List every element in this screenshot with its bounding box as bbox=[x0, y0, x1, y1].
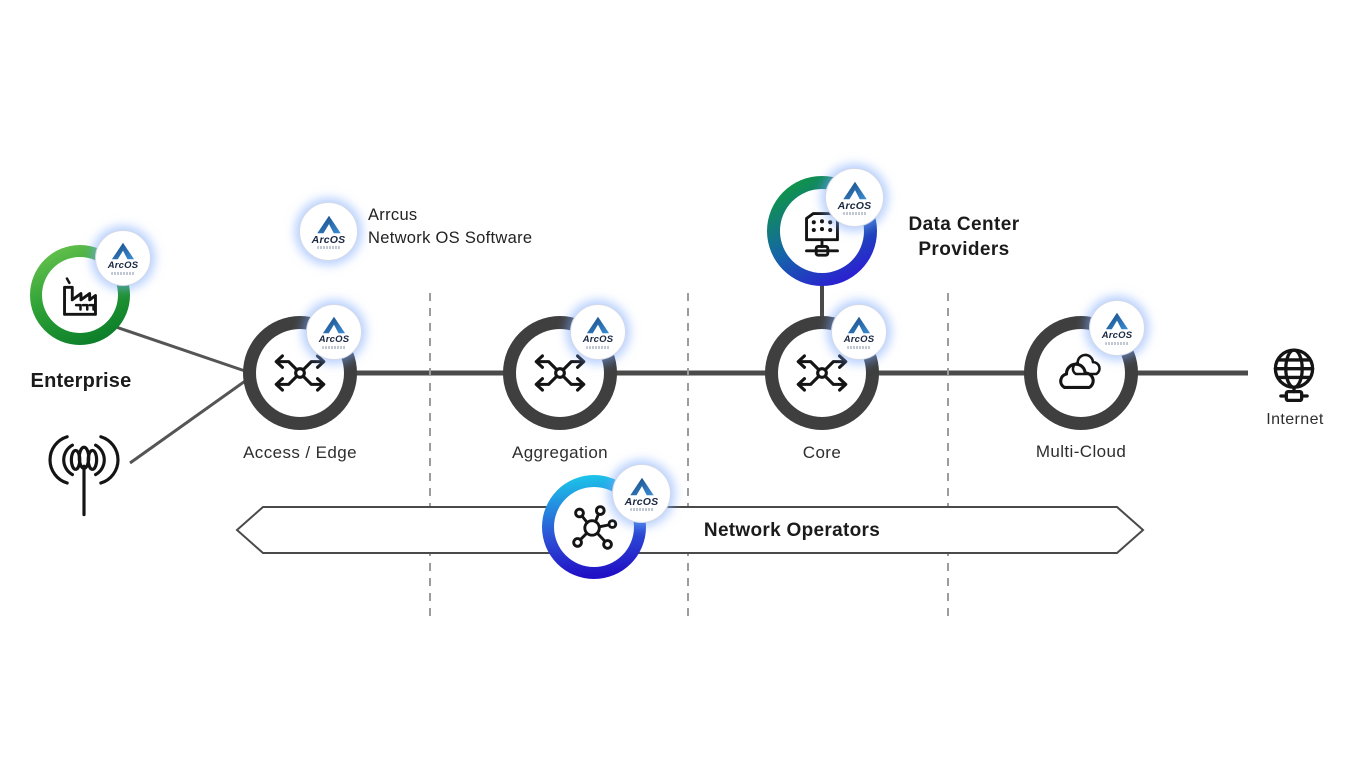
arcos-badge-subtext bbox=[322, 345, 346, 349]
arrcus-logo-icon bbox=[111, 242, 135, 259]
hub-network-icon bbox=[572, 505, 618, 550]
arcos-badge-subtext bbox=[847, 345, 871, 349]
datacenter-label-line1: Data Center bbox=[908, 214, 1020, 235]
arcos-badge-label: ArcOS bbox=[843, 333, 875, 345]
enterprise-label: Enterprise bbox=[30, 370, 132, 392]
arcos-badge: ArcOS bbox=[825, 168, 884, 227]
datacenter-label: Data Center Providers bbox=[883, 212, 1045, 262]
arrcus-logo-icon bbox=[316, 215, 341, 233]
network-operators-label: Network Operators bbox=[703, 520, 881, 541]
access-edge-node bbox=[243, 316, 357, 430]
arcos-badge-label: ArcOS bbox=[311, 233, 346, 246]
network-operators-node bbox=[542, 475, 646, 579]
arcos-badge-subtext bbox=[1105, 341, 1129, 345]
arcos-badge-label: ArcOS bbox=[624, 495, 659, 508]
multi-cloud-icon bbox=[1059, 353, 1101, 390]
arrcus-logo-icon bbox=[586, 316, 610, 333]
network-operators-ribbon bbox=[235, 506, 1145, 554]
router-icon bbox=[274, 354, 326, 392]
arcos-badge-subtext bbox=[629, 507, 654, 511]
router-icon bbox=[796, 354, 848, 392]
arcos-badge-subtext bbox=[586, 345, 610, 349]
arcos-badge-label: ArcOS bbox=[837, 199, 872, 212]
tower-link-line bbox=[129, 377, 249, 465]
multicloud-label: Multi-Cloud bbox=[1035, 442, 1127, 461]
arrcus-logo-icon bbox=[1105, 312, 1129, 329]
arcos-badge-subtext bbox=[111, 271, 135, 275]
arcos-badge-label: ArcOS bbox=[582, 333, 614, 345]
cell-tower-icon bbox=[48, 435, 120, 517]
arcos-badge: ArcOS bbox=[570, 304, 626, 360]
arcos-badge: ArcOS bbox=[1089, 300, 1145, 356]
arcos-badge-subtext bbox=[316, 245, 341, 249]
legend-line2: Network OS Software bbox=[368, 229, 533, 247]
datacenter-label-line2: Providers bbox=[918, 239, 1010, 260]
internet-globe-icon bbox=[1273, 348, 1315, 403]
arcos-badge: ArcOS bbox=[612, 464, 671, 523]
arrcus-logo-icon bbox=[842, 181, 867, 199]
arcos-badge-label: ArcOS bbox=[318, 333, 350, 345]
internet-label: Internet bbox=[1266, 411, 1324, 428]
factory-icon bbox=[63, 277, 97, 316]
legend-line1: Arrcus bbox=[368, 206, 418, 224]
arcos-badge-label: ArcOS bbox=[107, 259, 139, 271]
arcos-badge: ArcOS bbox=[95, 230, 151, 286]
arcos-badge-legend: ArcOS bbox=[299, 202, 358, 261]
arrcus-logo-icon bbox=[847, 316, 871, 333]
aggregation-label: Aggregation bbox=[511, 443, 609, 462]
arcos-badge-label: ArcOS bbox=[1101, 329, 1133, 341]
arcos-badge: ArcOS bbox=[306, 304, 362, 360]
router-icon bbox=[534, 354, 586, 392]
arrcus-logo-icon bbox=[322, 316, 346, 333]
arcos-badge: ArcOS bbox=[831, 304, 887, 360]
arcos-badge-subtext bbox=[842, 211, 867, 215]
core-label: Core bbox=[802, 443, 842, 462]
legend-text: Arrcus Network OS Software bbox=[368, 204, 608, 250]
access-edge-label: Access / Edge bbox=[243, 443, 357, 462]
enterprise-link-line bbox=[112, 324, 249, 374]
arrcus-logo-icon bbox=[629, 477, 654, 495]
